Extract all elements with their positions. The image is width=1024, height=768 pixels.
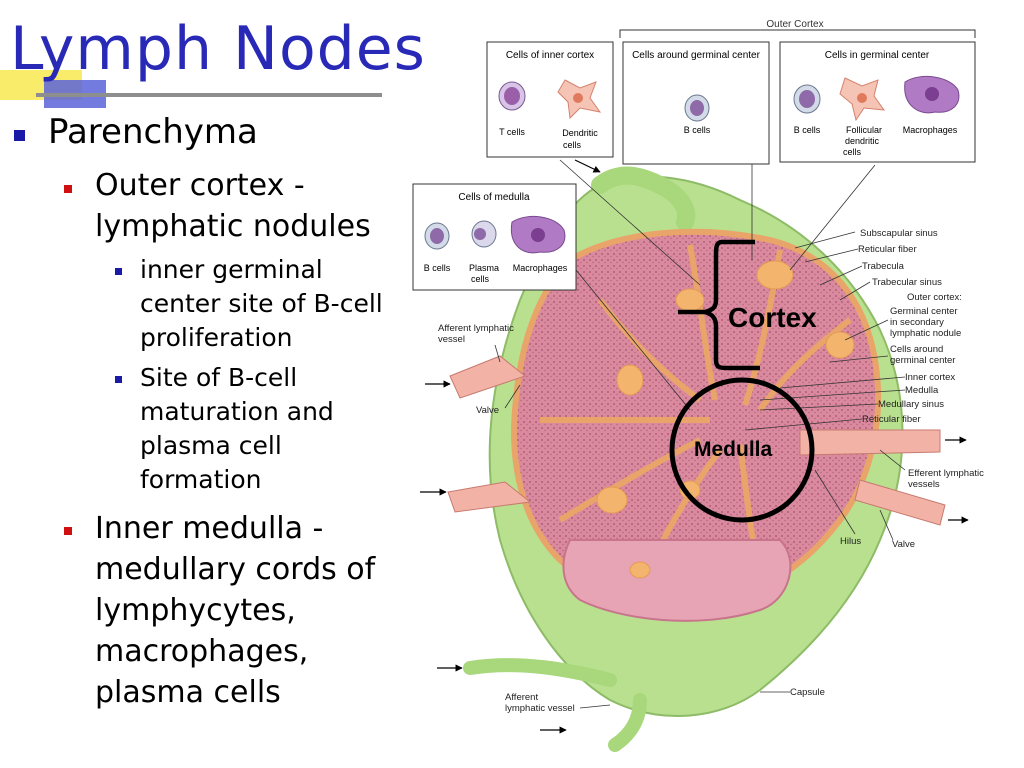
- diagram-labels: Afferent lymphatic vessel Valve Afferent…: [438, 228, 984, 714]
- box-cells-around-germinal-center: Cells around germinal center B cells: [622, 41, 770, 165]
- outer-cortex-bracket: [619, 29, 976, 38]
- cell-label: B cells: [684, 125, 711, 135]
- title-underline: [36, 93, 382, 97]
- box-title: Cells of inner cortex: [506, 50, 594, 61]
- bullet-marker: [64, 185, 72, 193]
- label-valve-right: Valve: [892, 539, 915, 550]
- label-trabecula: Trabecula: [862, 261, 905, 272]
- box-title: Cells of medulla: [458, 192, 530, 203]
- cell-label: T cells: [499, 127, 525, 137]
- cell-label: Follicular: [846, 125, 882, 135]
- medulla-label: Medulla: [694, 438, 772, 461]
- cell-label: B cells: [424, 263, 451, 273]
- box-cells-inner-cortex: Cells of inner cortex T cells Dendritic …: [486, 41, 614, 158]
- outer-cortex-header: Outer Cortex: [766, 19, 823, 30]
- label-inner-cortex: Inner cortex: [905, 372, 955, 383]
- bullet-marker: [64, 527, 72, 535]
- cortex-annotation: Cortex: [678, 239, 817, 371]
- cell-label: cells: [563, 140, 582, 150]
- cell-label: B cells: [794, 125, 821, 135]
- cell-label: Plasma: [469, 263, 499, 273]
- label-medullary-sinus: Medullary sinus: [878, 399, 944, 410]
- cell-label: Macrophages: [513, 263, 568, 273]
- label-hilus: Hilus: [840, 536, 861, 547]
- cortex-label: Cortex: [728, 302, 817, 333]
- box-title: Cells in germinal center: [825, 50, 930, 61]
- box-cells-of-medulla: Cells of medulla B cells Plasma cells Ma…: [412, 183, 577, 291]
- bullet-inner-medulla: Inner medulla - medullary cords of lymph…: [95, 511, 376, 710]
- label-valve-left: Valve: [476, 405, 499, 416]
- label-efferent-1: Efferent lymphatic: [908, 468, 984, 479]
- bullet-marker: [115, 268, 122, 275]
- slide-title: Lymph Nodes: [10, 14, 426, 84]
- label-germinal-center-2: in secondary: [890, 317, 944, 328]
- label-reticular-fiber-2: Reticular fiber: [862, 414, 921, 425]
- cell-label: cells: [843, 147, 862, 157]
- cell-label: cells: [471, 274, 490, 284]
- label-cells-around-1: Cells around: [890, 344, 943, 355]
- box-cells-in-germinal-center: Cells in germinal center B cells Follicu…: [779, 41, 976, 163]
- label-medulla: Medulla: [905, 385, 939, 396]
- label-afferent-bottom-2: lymphatic vessel: [505, 703, 575, 714]
- bullet-marker: [115, 376, 122, 383]
- box-title: Cells around germinal center: [632, 50, 761, 61]
- cell-label: Dendritic: [562, 128, 598, 138]
- label-efferent-2: vessels: [908, 479, 940, 490]
- bullet-marker: [14, 130, 25, 141]
- label-germinal-center-1: Germinal center: [890, 306, 958, 317]
- label-germinal-center-3: lymphatic nodule: [890, 328, 961, 339]
- label-subscapular-sinus: Subscapular sinus: [860, 228, 938, 239]
- label-afferent-top-2: vessel: [438, 334, 465, 345]
- label-afferent-top: Afferent lymphatic: [438, 323, 514, 334]
- label-reticular-fiber-1: Reticular fiber: [858, 244, 917, 255]
- label-cells-around-2: germinal center: [890, 355, 955, 366]
- label-afferent-bottom: Afferent: [505, 692, 538, 703]
- cell-label: Macrophages: [903, 125, 958, 135]
- germinal-centers: [596, 260, 855, 579]
- label-trabecular-sinus: Trabecular sinus: [872, 277, 942, 288]
- bullet-germinal-center: inner germinal center site of B-cell pro…: [140, 255, 383, 352]
- label-capsule: Capsule: [790, 687, 825, 698]
- medulla-annotation: Medulla: [669, 377, 815, 523]
- efferent-vessels: [799, 429, 969, 526]
- cell-label: dendritic: [845, 136, 880, 146]
- label-outer-cortex: Outer cortex:: [907, 292, 962, 303]
- lymph-node-diagram: Outer Cortex: [412, 19, 984, 752]
- bullet-outer-cortex: Outer cortex - lymphatic nodules: [95, 168, 371, 244]
- afferent-vessels-left: [420, 159, 601, 734]
- bullet-maturation: Site of B-cell maturation and plasma cel…: [140, 363, 334, 494]
- bullet-parenchyma: Parenchyma: [48, 112, 258, 152]
